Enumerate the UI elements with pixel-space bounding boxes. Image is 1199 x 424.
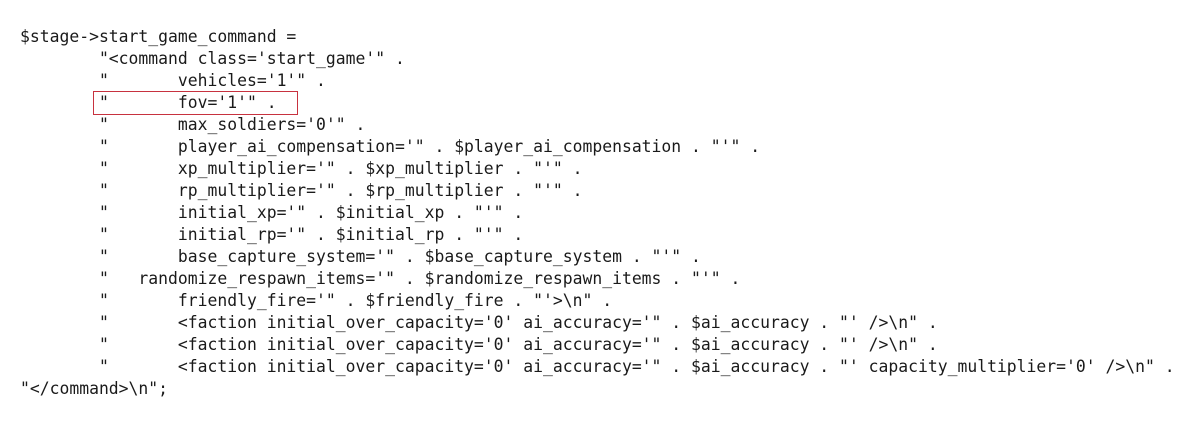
code-line: " initial_rp='" . $initial_rp . "'" . [20, 225, 524, 244]
code-line: " player_ai_compensation='" . $player_ai… [20, 137, 761, 156]
code-line: " randomize_respawn_items='" . $randomiz… [20, 269, 741, 288]
code-line: " <faction initial_over_capacity='0' ai_… [20, 335, 938, 354]
code-line: " friendly_fire='" . $friendly_fire . "'… [20, 291, 613, 310]
code-line: "<command class='start_game'" . [20, 49, 405, 68]
code-line: " base_capture_system='" . $base_capture… [20, 247, 701, 266]
code-line-highlighted: " fov='1'" . [20, 93, 277, 112]
code-line: " <faction initial_over_capacity='0' ai_… [20, 313, 938, 332]
highlight-box [93, 91, 298, 115]
code-line: " max_soldiers='0'" . [20, 115, 366, 134]
code-line: " xp_multiplier='" . $xp_multiplier . "'… [20, 159, 583, 178]
code-block: $stage->start_game_command = "<command c… [20, 26, 1175, 400]
code-line: " <faction initial_over_capacity='0' ai_… [20, 357, 1175, 376]
code-line: $stage->start_game_command = [20, 27, 297, 46]
code-line: " initial_xp='" . $initial_xp . "'" . [20, 203, 524, 222]
code-line: " rp_multiplier='" . $rp_multiplier . "'… [20, 181, 583, 200]
code-line: "</command>\n"; [20, 379, 169, 398]
code-line: " vehicles='1'" . [20, 71, 326, 90]
